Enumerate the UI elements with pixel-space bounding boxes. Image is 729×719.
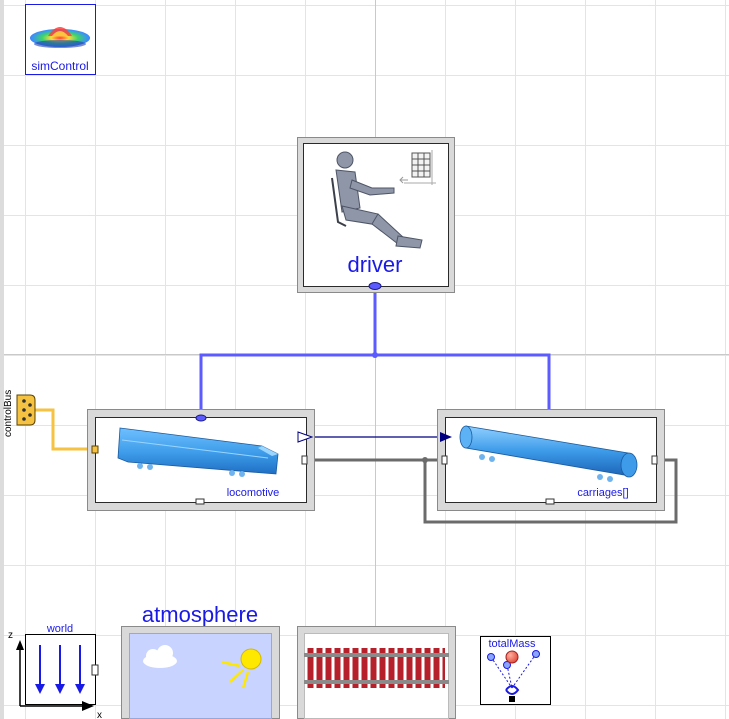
locomotive-flange[interactable] — [301, 455, 308, 465]
mass-aggregation-icon — [487, 650, 540, 702]
locomotive-controlbus-port[interactable] — [91, 445, 99, 454]
railway-track-icon — [304, 648, 449, 688]
left-scroll-edge — [0, 0, 4, 719]
connection-junction — [372, 352, 378, 358]
controlbus-connection[interactable] — [30, 408, 95, 451]
coordinate-axes — [16, 640, 94, 711]
robot-driver-icon — [331, 151, 423, 249]
world-axis-x: x — [97, 710, 102, 719]
carriages-label: carriages[] — [577, 487, 628, 499]
tank-wagon-icon — [459, 425, 638, 482]
carriages-signal-input[interactable] — [440, 432, 452, 442]
world-label: world — [46, 623, 73, 635]
carriages-flange-b[interactable] — [651, 455, 658, 465]
locomotive-bus-port[interactable] — [195, 414, 207, 422]
world-component[interactable]: world z x — [8, 623, 102, 719]
controlbus-port[interactable]: controlBus — [3, 390, 36, 437]
track-component[interactable] — [297, 626, 456, 719]
surface-plot-icon — [30, 27, 90, 48]
simcontrol-component[interactable]: simControl — [25, 4, 96, 75]
vertical-axis-line — [375, 0, 376, 719]
locomotive-signal-output[interactable] — [297, 431, 314, 443]
world-frame-port[interactable] — [91, 664, 99, 676]
atmosphere-component[interactable]: atmosphere — [121, 602, 280, 719]
driver-component[interactable]: driver — [297, 137, 455, 293]
atmosphere-label: atmosphere — [142, 602, 258, 627]
world-axis-z: z — [8, 630, 13, 641]
driver-label: driver — [347, 252, 402, 277]
lookup-table-icon — [399, 150, 436, 185]
gravity-field-icon — [35, 645, 85, 694]
totalmass-label: totalMass — [488, 638, 536, 650]
controlbus-label: controlBus — [3, 390, 14, 437]
simcontrol-label: simControl — [31, 59, 88, 73]
driver-bus-port[interactable] — [368, 282, 382, 290]
connection-junction — [422, 457, 428, 463]
carriages-axle-port[interactable] — [545, 498, 555, 505]
locomotive-label: locomotive — [227, 487, 280, 499]
carriages-flange-a[interactable] — [441, 455, 448, 465]
locomotive-axle-port[interactable] — [195, 498, 205, 505]
cloud-sun-icon — [143, 645, 262, 689]
locomotive-icon — [117, 427, 279, 477]
carriages-component[interactable]: carriages[] — [437, 409, 665, 511]
totalmass-component[interactable]: totalMass — [480, 636, 551, 705]
locomotive-component[interactable]: locomotive — [87, 409, 315, 511]
